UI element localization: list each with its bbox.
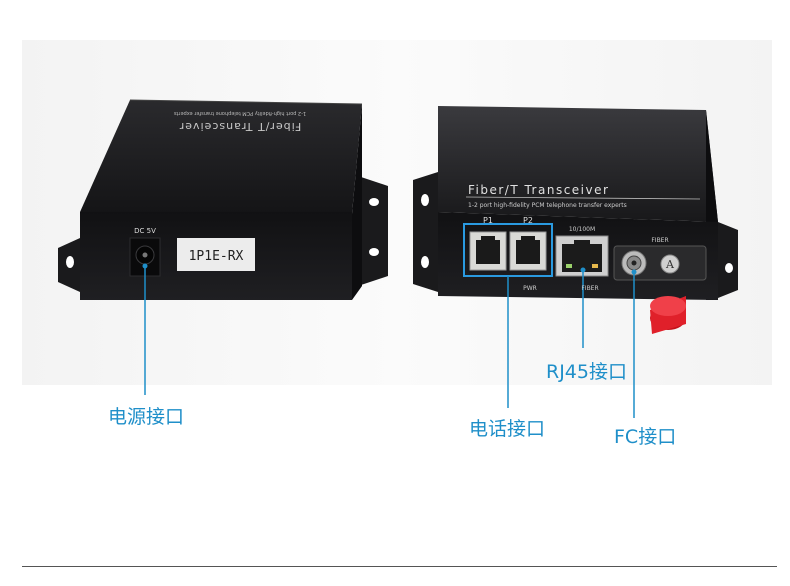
left-device-side [352, 104, 362, 300]
fiber-small-label: FIBER [581, 285, 598, 292]
fiber-indicator [660, 254, 680, 274]
ear-hole [421, 194, 429, 206]
left-top-mirrored-title: Fiber/T Transceiver [179, 120, 302, 133]
callout-label-phone: 电话接口 [469, 418, 546, 440]
model-label-sticker [177, 238, 255, 271]
right-device-mounting-ear-left [413, 172, 438, 292]
pwr-label: PWR [523, 285, 537, 292]
callout-label-rj45: RJ45接口 [546, 361, 627, 383]
dc-label: DC 5V [134, 227, 156, 235]
callout-label-power: 电源接口 [108, 406, 185, 428]
callout-label-fc: FC接口 [614, 426, 677, 448]
port-label-p2: P2 [523, 216, 533, 225]
model-label: 1P1E-RX [189, 249, 244, 264]
right-device-mounting-ear-right [718, 222, 738, 298]
left-top-mirrored-subtitle: 1-2 port high-fidelity PCM telephone tra… [173, 110, 306, 116]
ear-hole [369, 198, 379, 206]
ear-hole [421, 256, 429, 268]
callout-lines [142, 263, 637, 418]
right-device-title: Fiber/T Transceiver [468, 183, 609, 197]
red-dust-cap [650, 296, 686, 334]
left-device-mounting-ear-right [358, 176, 388, 286]
fc-letter: A [665, 258, 675, 271]
ear-hole [369, 248, 379, 256]
right-device-top [438, 106, 718, 222]
eth-speed-label: 10/100M [569, 226, 595, 233]
left-device-top-print: Fiber/T Transceiver 1-2 port high-fideli… [173, 110, 306, 133]
right-device-subtitle: 1-2 port high-fidelity PCM telephone tra… [468, 202, 627, 209]
left-device-top [80, 100, 362, 214]
fiber-label: FIBER [651, 237, 668, 244]
ear-hole [66, 256, 74, 268]
port-label-p1: P1 [483, 216, 493, 225]
left-device [58, 99, 388, 300]
bottom-divider [22, 566, 777, 567]
ear-hole [725, 263, 733, 273]
